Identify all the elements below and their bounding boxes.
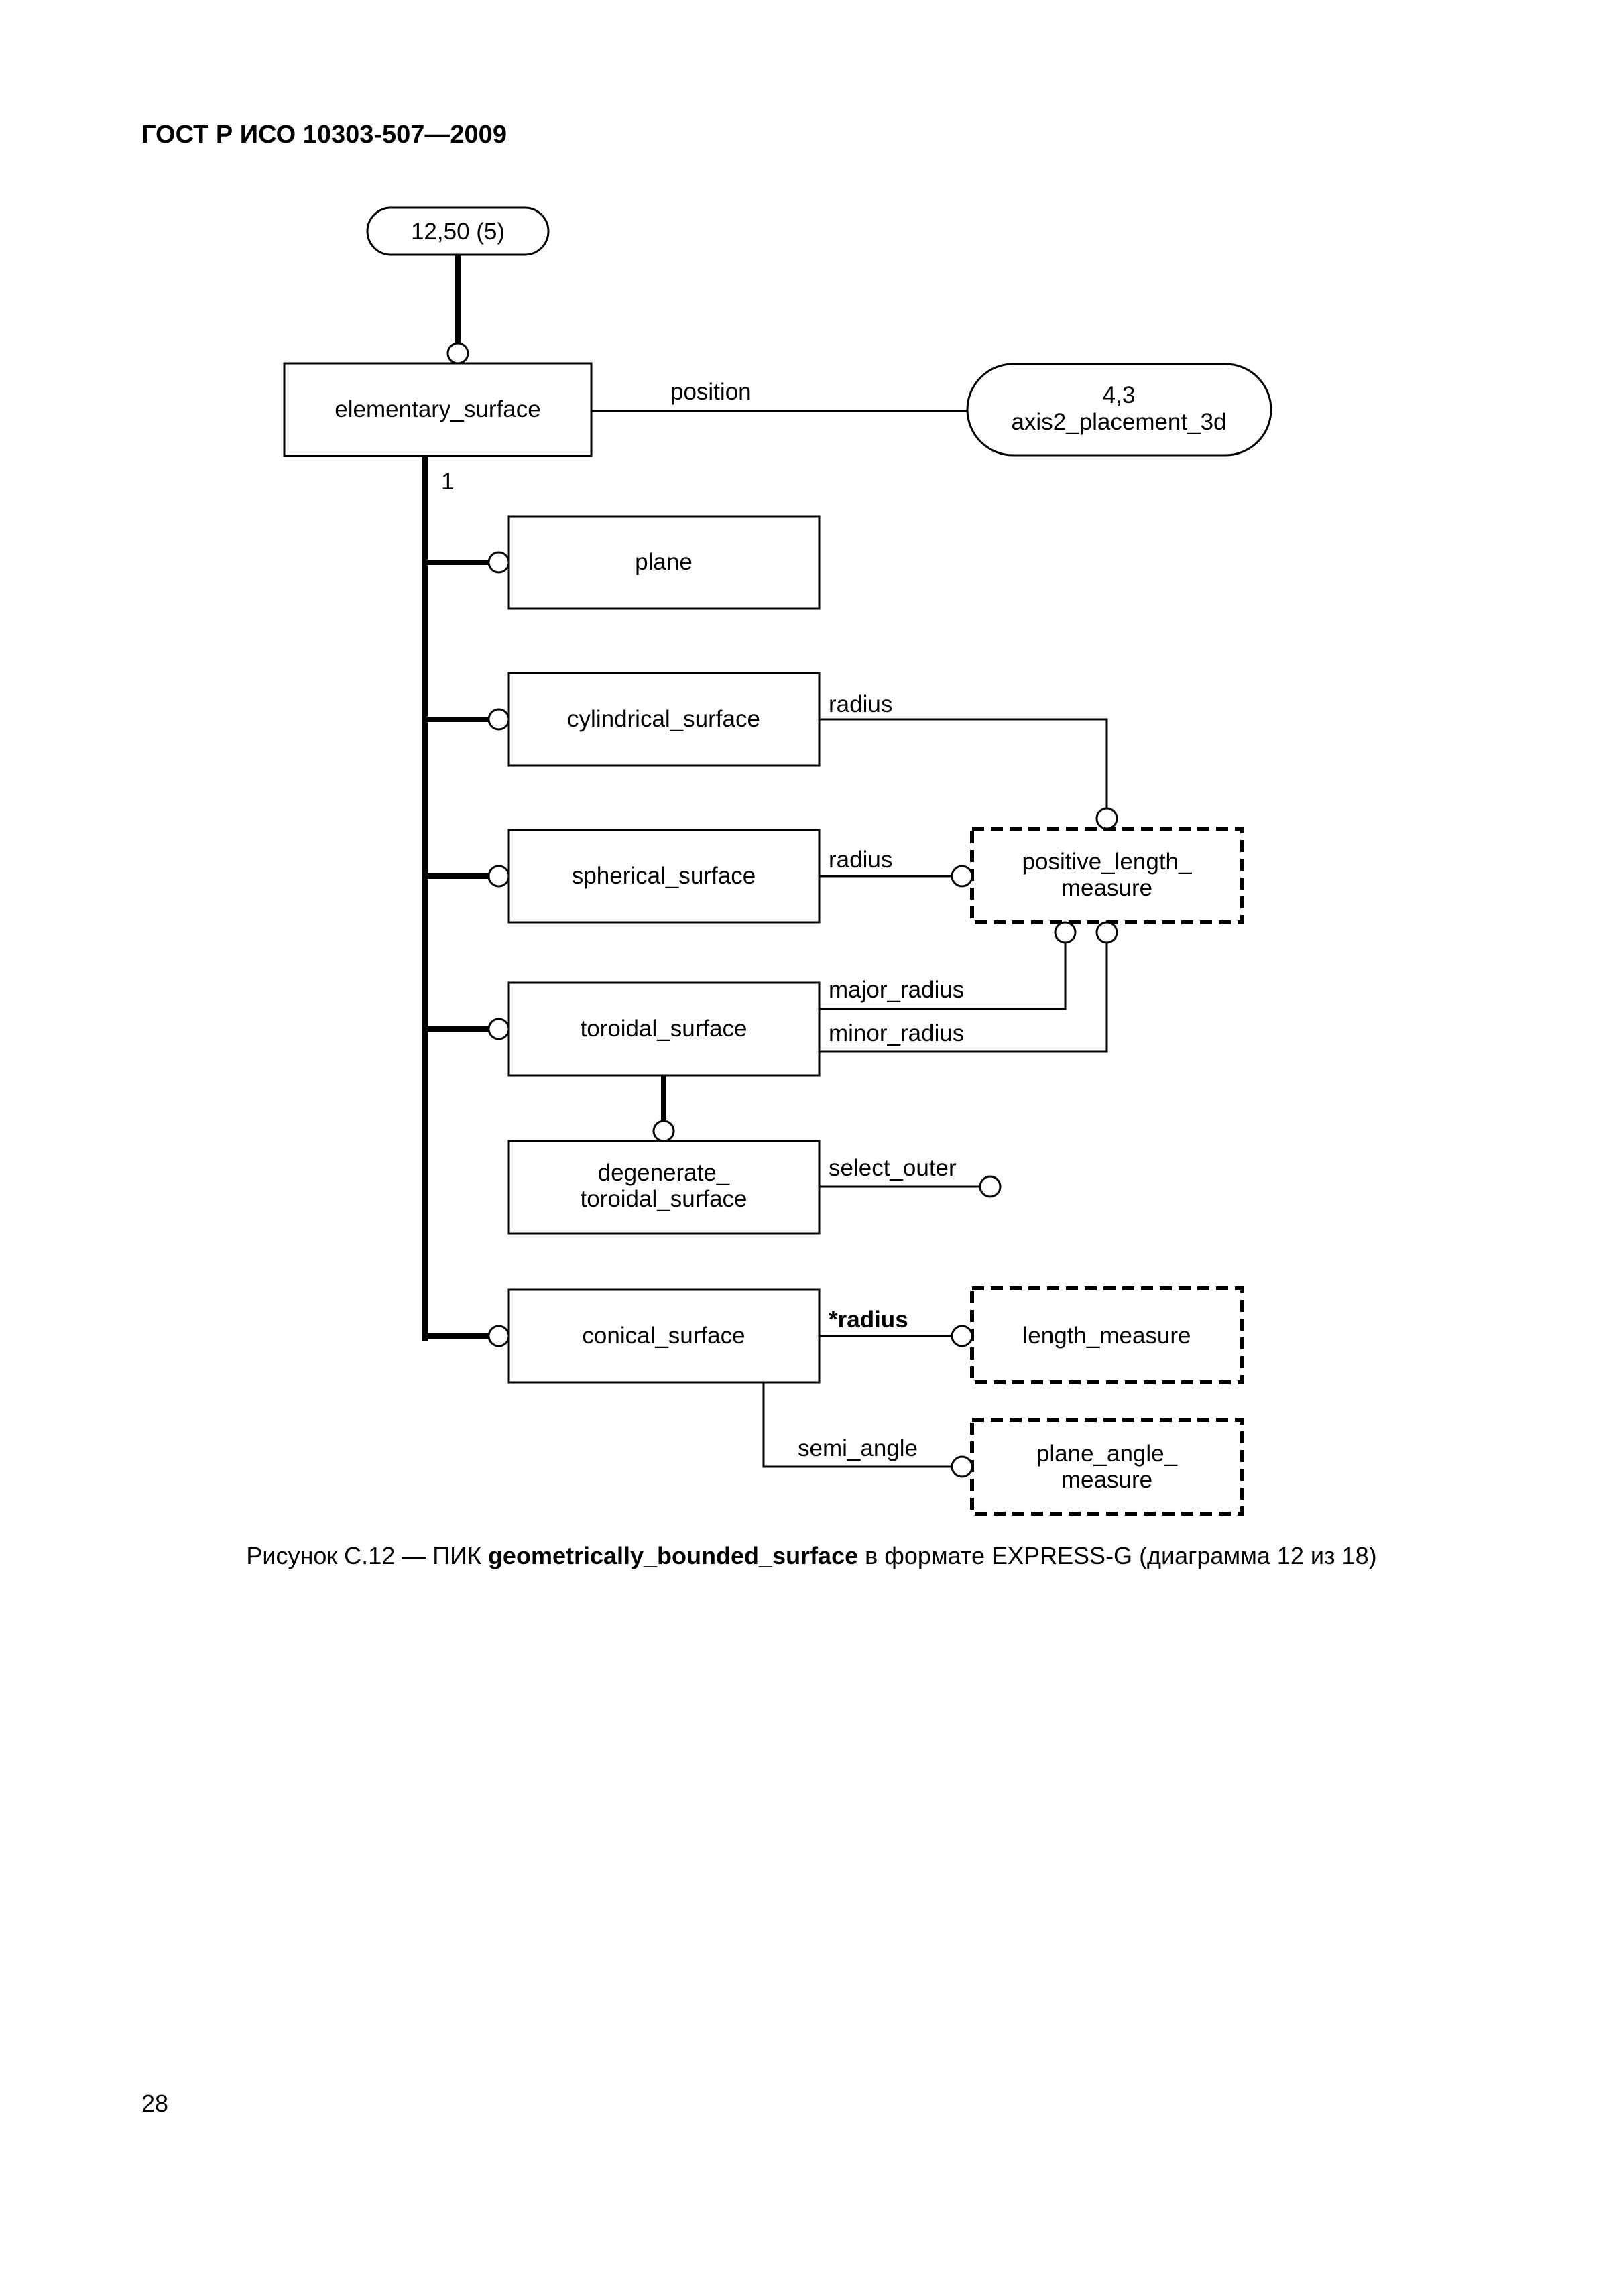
page-ref-label: 12,50 (5) [411,219,505,245]
conical-radius-label: *radius [829,1307,908,1333]
semi-angle-circle [951,1455,973,1478]
entity-plane [507,515,821,610]
entity-toroidal-surface-label: toroidal_surface [580,1016,747,1042]
major-radius-label: major_radius [829,977,964,1003]
branch-cylindrical-circle [487,708,510,731]
cylindrical-radius-circle [1095,807,1118,830]
type-plane-angle-measure-line1: plane_angle_ [1036,1441,1178,1467]
figure-caption: Рисунок С.12 — ПИК geometrically_bounded… [0,1542,1623,1570]
entity-cylindrical-surface-label: cylindrical_surface [567,706,760,732]
entity-conical-surface-label: conical_surface [582,1323,745,1349]
major-radius-line [819,943,1067,1010]
external-ref-axis2-placement-3d [966,363,1272,457]
page-ref-connector-circle [446,342,469,365]
type-positive-length-measure-line2: measure [1061,875,1152,901]
page-number: 28 [141,2090,169,2117]
type-length-measure-label: length_measure [1023,1323,1191,1349]
entity-degenerate-toroidal-label-line1: degenerate_ [598,1160,730,1186]
type-length-measure [970,1286,1244,1384]
spherical-radius-label: radius [829,847,892,873]
branch-degenerate-toroidal-circle [652,1120,675,1142]
entity-degenerate-toroidal-label-line2: toroidal_surface [580,1186,747,1212]
type-positive-length-measure-line1: positive_length_ [1022,849,1192,875]
entity-spherical-surface-label: spherical_surface [572,863,756,889]
entity-degenerate-toroidal-surface [507,1140,821,1235]
type-positive-length-measure [970,827,1244,924]
branch-spherical-circle [487,865,510,888]
entity-elementary-surface [283,362,593,457]
type-plane-angle-measure [970,1418,1244,1516]
position-label: position [670,379,752,405]
entity-conical-surface [507,1288,821,1384]
branch-toroidal-circle [487,1018,510,1040]
branch-plane-circle [487,551,510,574]
cylindrical-radius-label: radius [829,691,892,717]
spherical-radius-circle [951,865,973,888]
caption-prefix: Рисунок С.12 — ПИК [246,1542,488,1569]
minor-radius-line [819,943,1108,1053]
entity-spherical-surface [507,829,821,924]
caption-suffix: в формате EXPRESS-G (диаграмма 12 из 18) [858,1542,1377,1569]
conical-radius-circle [951,1325,973,1347]
semi-angle-label: semi_angle [798,1435,918,1461]
document-header: ГОСТ Р ИСО 10303-507—2009 [141,121,507,149]
semi-angle-line [762,1382,952,1468]
entity-toroidal-surface [507,981,821,1077]
supertype-constraint-label: 1 [441,469,454,495]
select-outer-label: select_outer [829,1155,957,1181]
caption-schema-name: geometrically_bounded_surface [487,1542,859,1569]
minor-radius-circle [1095,921,1118,944]
external-ref-number: 4,3 [1103,382,1136,408]
cylindrical-radius-line [819,718,1108,808]
external-ref-name: axis2_placement_3d [1011,409,1226,435]
select-outer-circle [979,1175,1002,1198]
entity-elementary-surface-label: elementary_surface [335,396,540,422]
type-plane-angle-measure-line2: measure [1061,1467,1152,1493]
minor-radius-label: minor_radius [829,1020,964,1046]
entity-plane-label: plane [635,549,693,575]
major-radius-circle [1054,921,1077,944]
branch-conical-circle [487,1325,510,1347]
entity-cylindrical-surface [507,672,821,767]
